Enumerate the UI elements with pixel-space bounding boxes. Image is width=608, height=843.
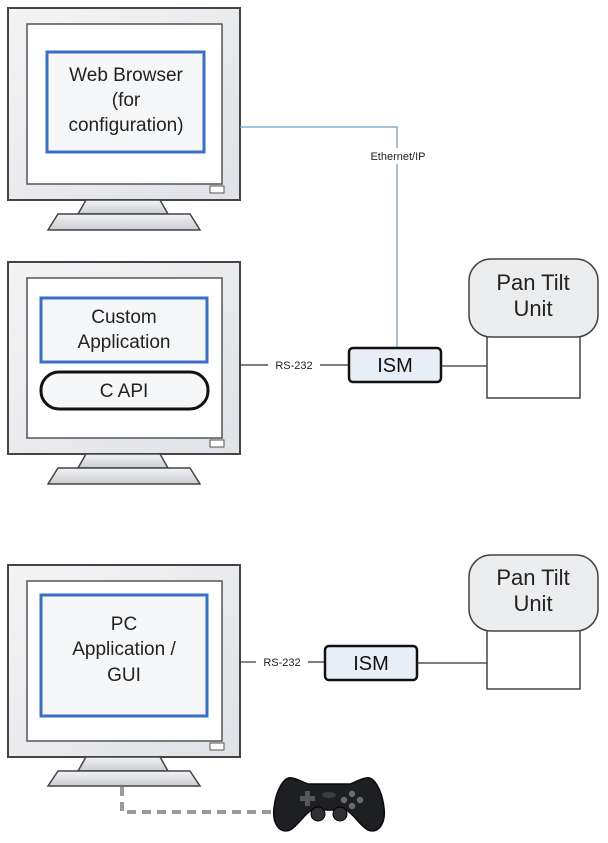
ism-box-middle: ISM (347, 346, 443, 384)
web-browser-line-3: configuration) (68, 115, 183, 136)
custom-app-line-2: Application (78, 332, 171, 353)
c-api-box: C API (39, 370, 210, 411)
pan-tilt-unit-middle: Pan Tilt Unit (468, 258, 599, 399)
web-browser-line-1: Web Browser (69, 65, 183, 86)
ptu-middle-line-2: Unit (513, 296, 552, 321)
ism-box-bottom: ISM (323, 644, 419, 682)
custom-application-box: Custom Application (39, 296, 209, 364)
ism-label-middle: ISM (377, 355, 413, 377)
custom-app-line-1: Custom (91, 307, 156, 328)
power-button-icon (209, 185, 225, 194)
power-button-icon (209, 742, 225, 751)
rs232-label-middle: RS-232 (275, 360, 312, 372)
pan-tilt-unit-bottom: Pan Tilt Unit (468, 554, 599, 690)
pc-app-line-3: GUI (107, 665, 141, 686)
web-browser-line-2: (for (112, 90, 141, 111)
ethernet-label: Ethernet/IP (370, 151, 425, 163)
pc-app-line-2: Application / (72, 639, 176, 660)
pc-application-box: PC Application / GUI (39, 593, 209, 718)
c-api-label: C API (100, 381, 149, 402)
pc-app-line-1: PC (111, 614, 137, 635)
ptu-middle-line-1: Pan Tilt (496, 270, 569, 295)
web-browser-box: Web Browser (for configuration) (45, 50, 206, 154)
rs232-label-bottom: RS-232 (263, 657, 300, 669)
ism-label-bottom: ISM (353, 653, 389, 675)
gamepad-icon (272, 777, 386, 832)
ethernet-connection (240, 126, 398, 350)
joystick-cable (120, 787, 282, 814)
ptu-bottom-line-1: Pan Tilt (496, 565, 569, 590)
power-button-icon (209, 439, 225, 448)
ptu-bottom-line-2: Unit (513, 591, 552, 616)
